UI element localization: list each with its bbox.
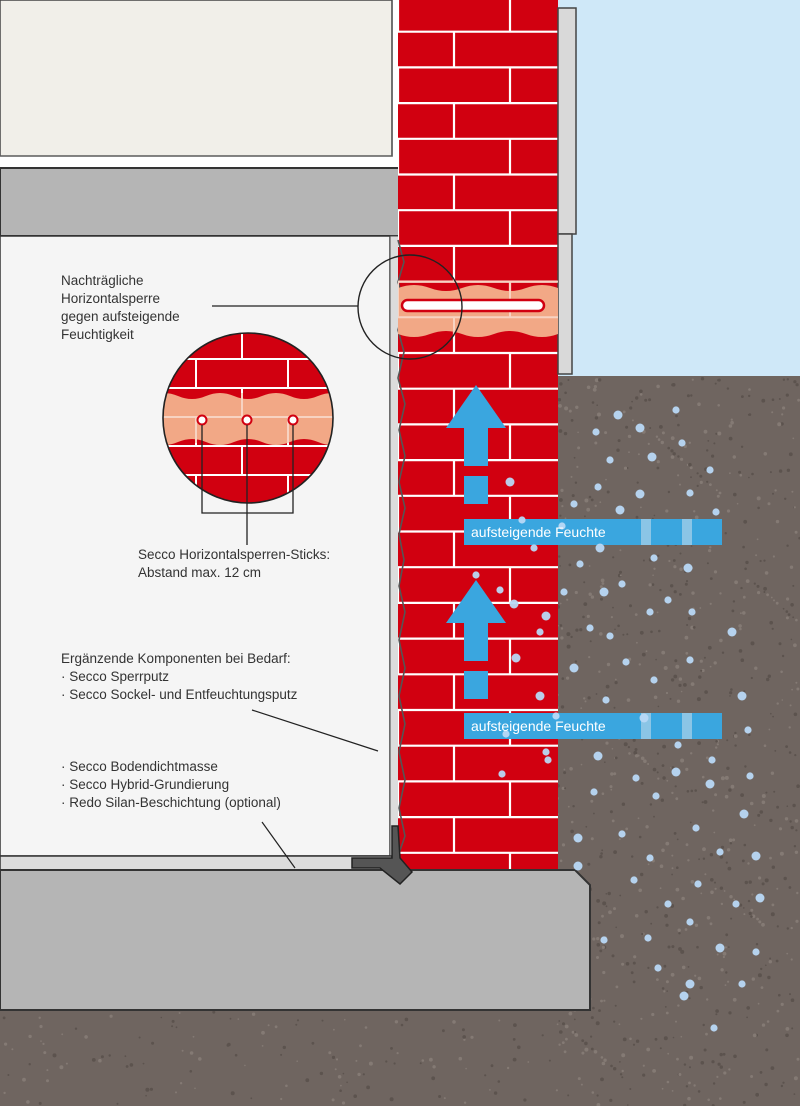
barrier-title-line-2: Horizontalsperre	[61, 291, 161, 306]
barrier-title-line-3: gegen aufsteigende	[61, 309, 180, 324]
soil	[555, 376, 800, 1106]
components-title: Ergänzende Komponenten bei Bedarf:	[61, 651, 291, 666]
soil-below-slab	[0, 1010, 600, 1106]
base-plaster	[557, 233, 573, 375]
stick-marker-2	[241, 414, 253, 426]
foundation-slab	[0, 869, 591, 1011]
components-leader-a	[251, 709, 379, 752]
barrier-zone	[398, 280, 558, 337]
component-silan-beschichtung: · Redo Silan-Beschichtung (optional)	[61, 795, 281, 810]
moisture-droplets	[472, 406, 765, 1032]
exterior-plaster	[557, 7, 577, 235]
stick-marker-1	[196, 414, 208, 426]
component-sperrputz: · Secco Sperrputz	[61, 669, 170, 684]
floor-seal-joint	[351, 825, 414, 886]
sticks-label-line-1: Secco Horizontalsperren-Sticks:	[138, 547, 331, 562]
detail-marker-circle	[357, 254, 463, 360]
magnified-detail	[162, 332, 334, 545]
component-hybrid-grundierung: · Secco Hybrid-Grundierung	[61, 777, 230, 792]
ceiling-slab	[0, 167, 447, 237]
floor-screed	[0, 855, 393, 871]
sticks-label-line-2: Abstand max. 12 cm	[138, 565, 262, 580]
moisture-flow-label-upper: aufsteigende Feuchte	[471, 524, 606, 540]
component-bodendichtmasse: · Secco Bodendichtmasse	[61, 759, 218, 774]
sticks-leader-bracket	[201, 425, 294, 545]
components-leader-b	[261, 821, 296, 869]
moisture-arrow-upper	[446, 385, 506, 504]
barrier-title-line-4: Feuchtigkeit	[61, 327, 134, 342]
upper-room-wall	[0, 0, 393, 157]
injection-channel	[400, 298, 546, 313]
barrier-title-line-1: Nachträgliche	[61, 273, 144, 288]
moisture-flow-bar-upper	[464, 519, 722, 545]
sky	[558, 0, 800, 378]
moisture-flow-label-lower: aufsteigende Feuchte	[471, 718, 606, 734]
moisture-arrow-lower	[446, 580, 506, 699]
stick-marker-3	[287, 414, 299, 426]
component-sockelputz: · Secco Sockel- und Entfeuchtungsputz	[61, 687, 298, 702]
basement-interior	[0, 235, 391, 857]
